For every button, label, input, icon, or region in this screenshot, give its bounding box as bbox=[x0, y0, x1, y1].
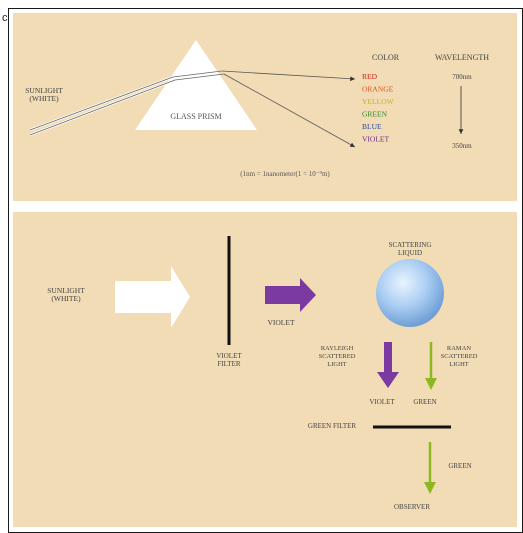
wavelength-top: 700nm bbox=[452, 73, 472, 81]
scattering-panel bbox=[13, 212, 517, 527]
white-light-arrow bbox=[115, 266, 190, 328]
color-orange: ORANGE bbox=[362, 85, 394, 94]
green-filter-label: GREEN FILTER bbox=[308, 422, 356, 430]
internal-ray-2 bbox=[174, 73, 225, 81]
color-blue: BLUE bbox=[362, 122, 382, 131]
color-yellow: YELLOW bbox=[362, 97, 395, 106]
sunlight-label-top-line1: SUNLIGHT bbox=[25, 86, 63, 95]
prism-label: GLASS PRISM bbox=[170, 112, 221, 121]
violet-arrow-label: VIOLET bbox=[267, 318, 294, 327]
color-green: GREEN bbox=[362, 110, 388, 119]
violet-output-label: VIOLET bbox=[369, 398, 395, 406]
rayleigh-violet-arrow bbox=[377, 342, 399, 388]
prism-panel bbox=[13, 13, 517, 201]
wavelength-header: WAVELENGTH bbox=[435, 53, 489, 62]
violet-filter-label-line1: VIOLET bbox=[216, 352, 242, 360]
internal-ray-1 bbox=[172, 70, 223, 78]
scattering-label-line2: LIQUID bbox=[398, 249, 422, 257]
violet-filter-label-line2: FILTER bbox=[217, 360, 240, 368]
scattering-liquid-sphere bbox=[376, 259, 444, 327]
raman-label-line2: SCATTERED bbox=[441, 353, 478, 360]
green-after-arrowhead bbox=[424, 482, 436, 494]
raman-label-line1: RAMAN bbox=[447, 345, 472, 352]
unit-note: (1nm = 1nanometer(1 = 10⁻⁹m) bbox=[240, 170, 330, 178]
sunlight-label-bottom-line1: SUNLIGHT bbox=[47, 286, 85, 295]
glass-prism bbox=[135, 40, 257, 130]
rayleigh-label-line2: SCATTERED bbox=[319, 353, 356, 360]
scattering-label-line1: SCATTERING bbox=[389, 241, 432, 249]
raman-label-line3: LIGHT bbox=[449, 361, 469, 368]
raman-green-arrowhead bbox=[425, 378, 437, 390]
corner-mark: c bbox=[2, 12, 8, 24]
green-after-label: GREEN bbox=[448, 462, 471, 470]
sunlight-label-bottom-line2: (WHITE) bbox=[51, 294, 81, 303]
color-list: RED ORANGE YELLOW GREEN BLUE VIOLET bbox=[362, 72, 395, 144]
sunlight-label-top-line2: (WHITE) bbox=[29, 94, 59, 103]
rayleigh-label-line3: LIGHT bbox=[327, 361, 347, 368]
green-output-label: GREEN bbox=[413, 398, 436, 406]
violet-arrow bbox=[265, 278, 316, 312]
observer-label: OBSERVER bbox=[394, 503, 430, 511]
wavelength-bottom: 350nm bbox=[452, 142, 472, 150]
color-header: COLOR bbox=[372, 53, 400, 62]
dispersed-rays bbox=[221, 70, 356, 148]
color-red: RED bbox=[362, 72, 378, 81]
color-violet: VIOLET bbox=[362, 135, 389, 144]
rayleigh-label-line1: RAYLEIGH bbox=[321, 345, 354, 352]
